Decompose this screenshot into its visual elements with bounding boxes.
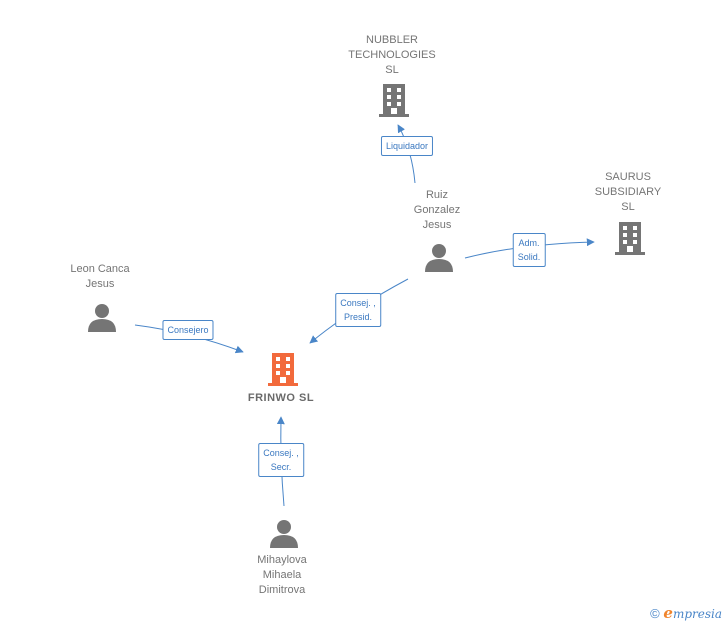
edge-label-liquidador: Liquidador [380,136,434,156]
node-label-ruiz[interactable]: Ruiz Gonzalez Jesus [413,189,461,231]
edge-label-consej-presid: Consej. , Presid. [335,293,381,327]
edge-label-consej-secr: Consej. , Secr. [258,443,304,477]
node-label-nubbler[interactable]: NUBBLER TECHNOLOGIES SL [348,34,436,76]
edge-label-consejero: Consejero [162,320,214,340]
brand-logo: empresia [663,604,722,622]
person-icon [270,520,298,548]
building-icon-main [268,353,298,386]
node-label-saurus[interactable]: SAURUS SUBSIDIARY SL [594,171,662,213]
node-label-mihaylova[interactable]: Mihaylova Mihaela Dimitrova [257,554,307,596]
building-icon [379,84,409,117]
node-label-frinwo[interactable]: FRINWO SL [247,392,315,404]
node-label-leon[interactable]: Leon Canca Jesus [70,263,130,290]
copyright-watermark: © empresia [650,604,722,622]
edge-label-adm-solid: Adm. Solid. [512,233,546,267]
person-icon [88,304,116,332]
building-icon [615,222,645,255]
copyright-icon: © [650,606,660,621]
person-icon [425,244,453,272]
